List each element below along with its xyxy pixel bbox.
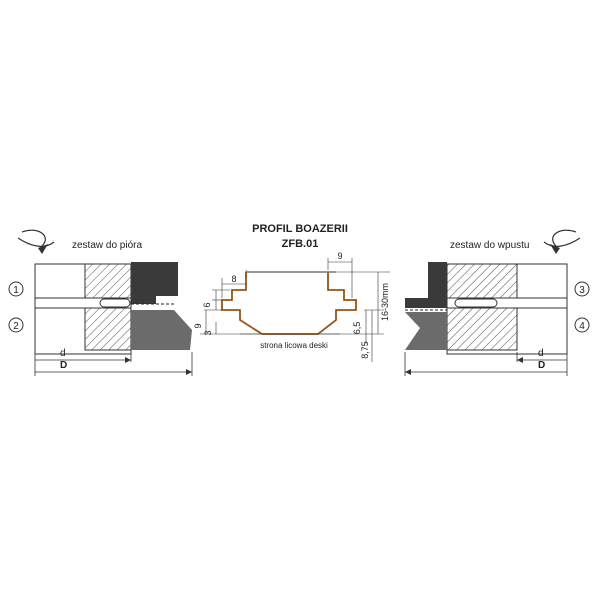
right-tool-set: zestaw do wpustu 3 4 d D	[404, 229, 590, 376]
left-set-label: zestaw do pióra	[72, 240, 142, 251]
svg-text:3: 3	[579, 285, 585, 296]
marker-4: 4	[574, 317, 590, 333]
dim-9-left: 9	[193, 323, 203, 328]
drawing-title: PROFIL BOAZERII	[252, 223, 348, 235]
drawing-code: ZFB.01	[282, 238, 319, 250]
right-set-label: zestaw do wpustu	[450, 240, 530, 251]
dim-8: 8	[231, 274, 236, 284]
svg-text:1: 1	[13, 285, 19, 296]
svg-text:2: 2	[13, 321, 19, 332]
marker-1: 1	[8, 281, 24, 297]
svg-text:4: 4	[579, 321, 585, 332]
face-side-label: strona licowa deski	[260, 341, 328, 350]
rotation-arrow-icon	[17, 229, 55, 254]
dim-d-right: d	[538, 348, 544, 359]
dim-D-right: D	[538, 360, 545, 371]
dim-3: 3	[203, 330, 213, 335]
board-profile: 9 8 6 9 3 16-30mm 6,5 8,75 strona licowa…	[193, 251, 390, 362]
dim-9-top: 9	[337, 251, 342, 261]
dim-6-5: 6,5	[352, 322, 362, 335]
marker-3: 3	[574, 281, 590, 297]
dim-d-left: d	[60, 348, 66, 359]
profile-outline	[221, 272, 357, 335]
marker-2: 2	[8, 317, 24, 333]
left-tool-set: zestaw do pióra 1 2 d	[8, 229, 193, 376]
dim-8-75: 8,75	[360, 341, 370, 359]
dim-D-left: D	[60, 360, 67, 371]
dim-range: 16-30mm	[380, 283, 390, 321]
rotation-arrow-icon	[543, 229, 581, 254]
dim-6: 6	[202, 302, 212, 307]
